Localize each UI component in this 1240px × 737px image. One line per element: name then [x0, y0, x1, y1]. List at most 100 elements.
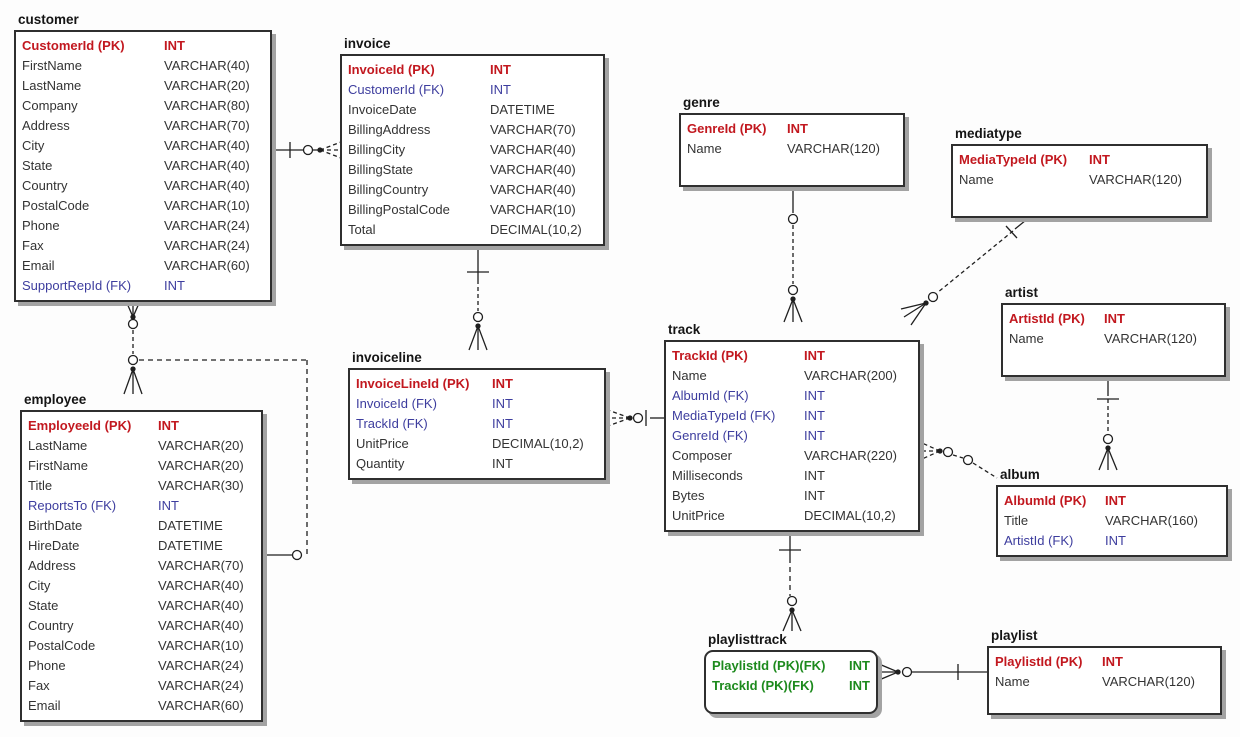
field-name: PlaylistId (PK)(FK) [712, 658, 826, 673]
field-type: VARCHAR(120) [1104, 331, 1197, 346]
field-name: InvoiceId (PK) [348, 62, 435, 77]
field-type: DECIMAL(10,2) [490, 222, 582, 237]
field-name: Name [995, 674, 1030, 689]
field-name: GenreId (PK) [687, 121, 767, 136]
relationship-track-playlisttrack [779, 526, 802, 632]
field-name: Name [1009, 331, 1044, 346]
field-type: INT [804, 488, 825, 503]
field-type: INT [1089, 152, 1110, 167]
field-type: INT [164, 278, 185, 293]
field-row-invoice-6: BillingCountry VARCHAR(40) [342, 180, 603, 200]
field-type: VARCHAR(40) [490, 162, 576, 177]
field-type: VARCHAR(24) [164, 238, 250, 253]
field-type: VARCHAR(70) [490, 122, 576, 137]
field-name: LastName [28, 438, 88, 453]
field-type: INT [1105, 493, 1126, 508]
field-type: VARCHAR(220) [804, 448, 897, 463]
field-row-playlist-0: PlaylistId (PK)INT [989, 652, 1220, 672]
field-row-artist-1: Name VARCHAR(120) [1003, 329, 1224, 349]
field-type: DECIMAL(10,2) [492, 436, 584, 451]
field-row-employee-7: Address VARCHAR(70) [22, 556, 261, 576]
field-type: VARCHAR(10) [490, 202, 576, 217]
field-type: VARCHAR(70) [158, 558, 244, 573]
field-type: VARCHAR(24) [164, 218, 250, 233]
field-row-playlisttrack-0: PlaylistId (PK)(FK) INT [706, 656, 876, 676]
field-name: FirstName [22, 58, 82, 73]
field-name: Address [28, 558, 76, 573]
relationship-invoice-invoiceline [467, 249, 489, 351]
field-name: LastName [22, 78, 82, 93]
field-type: DECIMAL(10,2) [804, 508, 896, 523]
field-type: INT [849, 658, 870, 673]
field-type: VARCHAR(20) [158, 458, 244, 473]
field-type: INT [490, 62, 511, 77]
field-type: DATETIME [158, 538, 223, 553]
field-name: Phone [22, 218, 60, 233]
field-row-track-0: TrackId (PK)INT [666, 346, 918, 366]
field-name: BillingPostalCode [348, 202, 450, 217]
relationship-employee-reportsto [123, 354, 308, 561]
field-name: State [22, 158, 53, 173]
field-type: INT [492, 396, 513, 411]
field-type: VARCHAR(40) [490, 182, 576, 197]
field-type: VARCHAR(24) [158, 658, 244, 673]
field-type: VARCHAR(40) [158, 598, 244, 613]
field-type: VARCHAR(40) [164, 58, 250, 73]
field-name: InvoiceId (FK) [356, 396, 437, 411]
field-name: Composer [672, 448, 732, 463]
field-name: BillingCity [348, 142, 406, 157]
field-type: DATETIME [158, 518, 223, 533]
field-name: TrackId (FK) [356, 416, 428, 431]
field-row-customer-9: Phone VARCHAR(24) [16, 216, 270, 236]
field-type: INT [164, 38, 185, 53]
relationship-genre-track [783, 189, 803, 323]
field-name: Name [672, 368, 707, 383]
entity-title-playlist: playlist [991, 628, 1038, 643]
field-name: Bytes [672, 488, 705, 503]
field-name: EmployeeId (PK) [28, 418, 132, 433]
field-row-track-3: MediaTypeId (FK)INT [666, 406, 918, 426]
field-row-employee-0: EmployeeId (PK)INT [22, 416, 261, 436]
field-row-track-2: AlbumId (FK)INT [666, 386, 918, 406]
field-name: City [28, 578, 51, 593]
field-row-mediatype-0: MediaTypeId (PK)INT [953, 150, 1206, 170]
field-name: BillingCountry [348, 182, 429, 197]
field-type: VARCHAR(40) [158, 618, 244, 633]
field-row-invoice-1: CustomerId (FK)INT [342, 80, 603, 100]
relationship-artist-album [1097, 373, 1119, 471]
field-row-track-7: Bytes INT [666, 486, 918, 506]
field-row-track-5: Composer VARCHAR(220) [666, 446, 918, 466]
field-type: INT [1105, 533, 1126, 548]
